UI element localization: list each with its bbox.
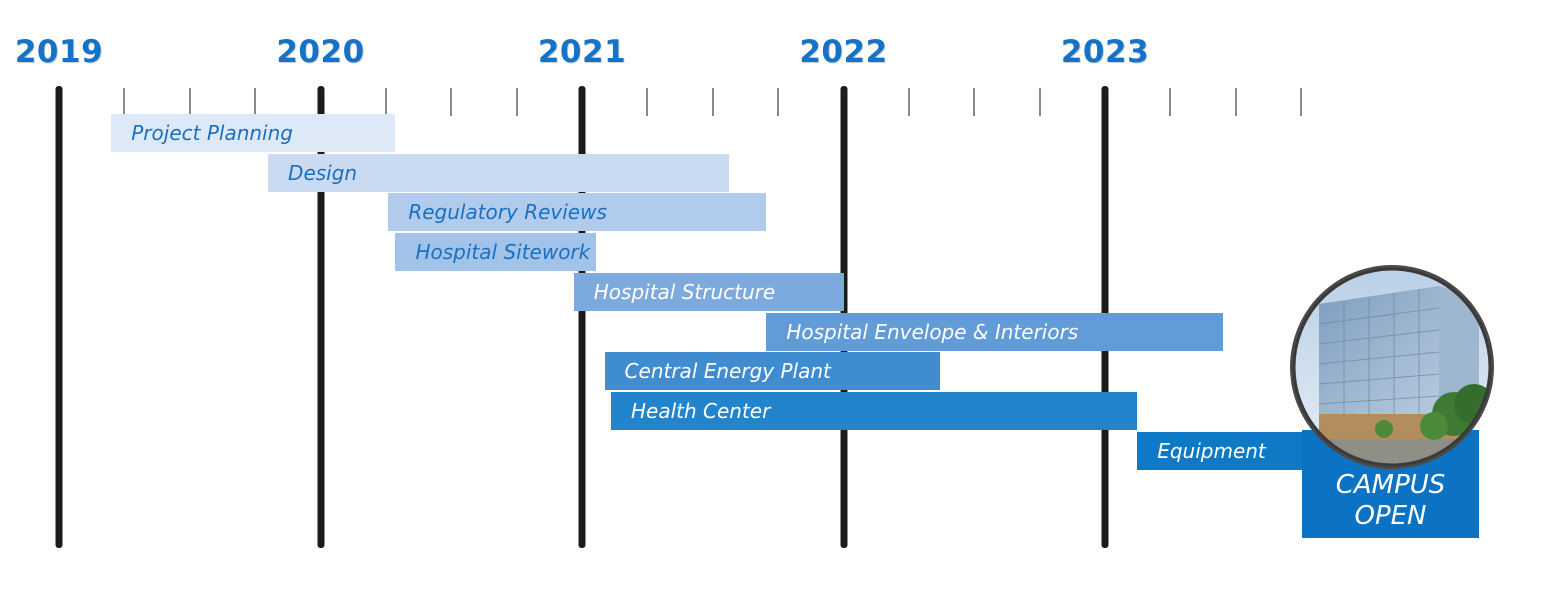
minor-tick (515, 88, 518, 116)
minor-tick (973, 88, 976, 116)
minor-tick (1300, 88, 1303, 116)
year-gridline-2021 (578, 86, 586, 548)
task-bar: Hospital Envelope & Interiors (766, 312, 1224, 351)
task-label: Hospital Sitework (415, 240, 591, 265)
task-label: Central Energy Plant (624, 359, 831, 384)
minor-tick (907, 88, 910, 116)
task-bar: Regulatory Reviews (388, 193, 767, 232)
task-label: Equipment (1157, 438, 1266, 463)
minor-tick (450, 88, 453, 116)
task-label: Regulatory Reviews (408, 200, 607, 225)
minor-tick (1038, 88, 1041, 116)
minor-tick (123, 88, 126, 116)
year-label-2021: 2021 (537, 34, 627, 70)
minor-tick (188, 88, 191, 116)
minor-tick (1234, 88, 1237, 116)
task-bar: Hospital Structure (573, 272, 844, 311)
year-label-2019: 2019 (14, 34, 104, 70)
task-label: Design (288, 160, 358, 185)
task-bar: Hospital Sitework (395, 233, 596, 272)
task-label: Project Planning (131, 121, 293, 145)
minor-tick (254, 88, 257, 116)
task-label: Hospital Envelope & Interiors (786, 319, 1079, 344)
task-bar: Project Planning (111, 114, 396, 152)
minor-tick (384, 88, 387, 116)
minor-tick (1169, 88, 1172, 116)
task-bar: Health Center (610, 391, 1138, 430)
minor-tick (777, 88, 780, 116)
minor-tick (646, 88, 649, 116)
hospital-building-photo-icon (1290, 265, 1494, 469)
minor-tick (711, 88, 714, 116)
year-label-2022: 2022 (799, 34, 888, 70)
year-gridline-2020 (317, 86, 324, 548)
task-label: Health Center (630, 398, 771, 423)
year-label-2023: 2023 (1060, 34, 1150, 70)
task-label: Hospital Structure (593, 279, 776, 304)
campus-open-line1: CAMPUS (1335, 470, 1446, 500)
task-bar: Equipment (1137, 431, 1311, 470)
campus-open-line2: OPEN (1354, 501, 1427, 531)
task-bar: Design (268, 153, 730, 192)
year-gridline-2019 (55, 86, 63, 548)
task-bar: Central Energy Plant (604, 352, 940, 391)
year-label-2020: 2020 (276, 34, 365, 70)
